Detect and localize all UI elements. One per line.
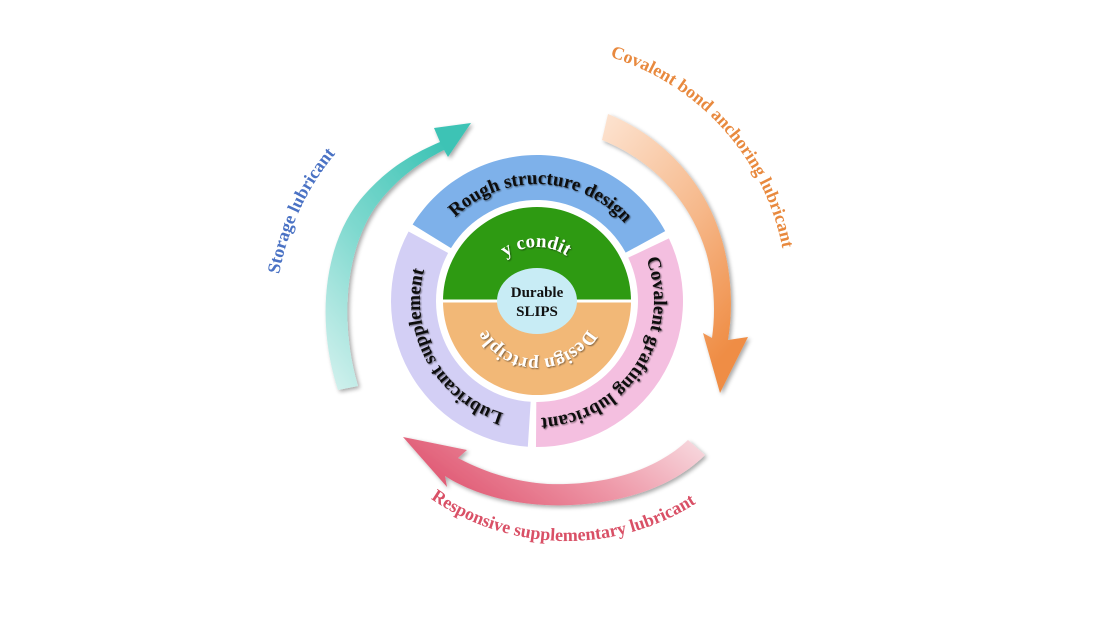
inner-disk	[443, 207, 631, 395]
disk-half-design-principle	[443, 301, 631, 395]
ring-segment-rough-structure-design	[412, 155, 666, 253]
disk-half-key-condition	[443, 207, 631, 301]
outer-ring	[391, 155, 683, 447]
covalent-bond-arrow-body	[602, 114, 748, 393]
responsive-arrow-body	[403, 437, 705, 506]
arrow-label-storage: Storage lubricant	[263, 143, 338, 275]
center-label-line1: Durable	[511, 285, 564, 301]
ring-segment-lubricant-supplement	[391, 231, 531, 447]
center-badge	[497, 268, 577, 334]
covalent-bond-arrow	[602, 114, 748, 393]
storage-lubricant-arrow	[325, 123, 471, 390]
responsive-lubricant-arrow	[403, 437, 705, 506]
center-label-line2: SLIPS	[516, 304, 558, 320]
storage-arrow-body	[325, 123, 471, 390]
storage-lubricant-label: Storage lubricant	[263, 143, 338, 275]
ring-segment-covalent-grafting-lubricant	[535, 238, 683, 447]
